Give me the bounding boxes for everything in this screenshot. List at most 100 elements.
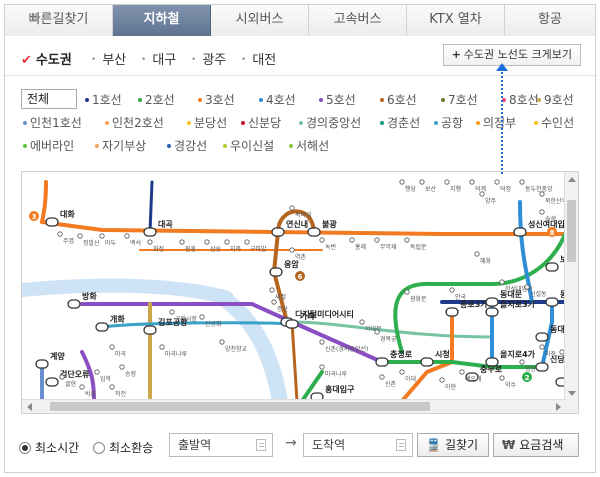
station-node xyxy=(199,314,205,320)
station-node-major xyxy=(310,392,324,401)
station-node-major xyxy=(535,332,549,342)
city-tab-daegu[interactable]: •대구 xyxy=(141,53,177,68)
city-tab-capital[interactable]: ✔수도권 xyxy=(21,53,72,68)
legend-line-1[interactable]: 1호선 xyxy=(85,91,122,108)
legend-line-18[interactable]: 수인선 xyxy=(534,114,574,131)
station-label-major: 응암 xyxy=(284,259,299,269)
legend-line-19[interactable]: 에버라인 xyxy=(23,137,74,154)
departure-input[interactable]: 출발역 xyxy=(169,433,273,457)
scroll-right-icon[interactable] xyxy=(556,403,561,411)
station-node xyxy=(539,191,545,197)
city-tab-daejeon[interactable]: •대전 xyxy=(241,53,277,68)
station-label-major: 을지로3가 xyxy=(500,299,536,309)
station-label-major: 개화 xyxy=(110,314,125,324)
legend-line-21[interactable]: 경강선 xyxy=(167,137,207,154)
station-label: 약수 xyxy=(505,381,517,389)
legend-line-14[interactable]: 경의중앙선 xyxy=(299,114,361,131)
legend-line-label: 에버라인 xyxy=(30,139,75,153)
tab-ktx[interactable]: KTX 열차 xyxy=(407,5,505,36)
city-tab-busan[interactable]: •부산 xyxy=(91,53,127,68)
arrow-right-icon: → xyxy=(285,435,297,451)
tab-quick-route[interactable]: 빠른길찾기 xyxy=(5,5,113,36)
station-node xyxy=(147,239,153,245)
vertical-scroll-thumb[interactable] xyxy=(567,200,576,262)
station-node xyxy=(289,247,295,253)
arrival-input[interactable]: 도착역 xyxy=(303,433,413,457)
tab-intercity-bus[interactable]: 시외버스 xyxy=(211,5,309,36)
station-node xyxy=(524,284,530,290)
station-node xyxy=(289,205,295,211)
tab-air[interactable]: 항공 xyxy=(505,5,595,36)
station-node xyxy=(404,289,410,295)
fare-search-button[interactable]: ₩요금검색 xyxy=(493,433,579,457)
station-label-major: 동묘앞 xyxy=(560,289,566,299)
legend-line-17[interactable]: 의정부 xyxy=(476,114,516,131)
find-route-button[interactable]: 🚆길찾기 xyxy=(417,433,489,457)
station-node-major xyxy=(269,267,283,277)
line-color-dot-icon xyxy=(299,121,303,125)
legend-line-13[interactable]: 신분당 xyxy=(241,114,281,131)
legend-line-3[interactable]: 3호선 xyxy=(198,91,235,108)
river-branch xyxy=(22,278,234,305)
legend-line-9[interactable]: 9호선 xyxy=(537,91,574,108)
plus-icon: + xyxy=(451,48,461,61)
station-label: 양주 xyxy=(485,197,497,205)
station-node xyxy=(204,239,210,245)
tab-subway[interactable]: 지하철 xyxy=(113,5,211,36)
list-icon[interactable] xyxy=(396,439,406,451)
station-label: 보산 xyxy=(425,185,437,193)
legend-line-22[interactable]: 우이신설 xyxy=(223,137,274,154)
vertical-scrollbar[interactable] xyxy=(564,172,578,413)
line-color-dot-icon xyxy=(223,144,227,148)
legend-line-label: 공항 xyxy=(441,116,464,130)
station-node xyxy=(519,179,525,185)
legend-line-23[interactable]: 서해선 xyxy=(289,137,329,154)
option-min-time[interactable]: 최소시간 xyxy=(19,439,79,455)
city-tab-gwangju[interactable]: •광주 xyxy=(191,53,227,68)
region-tabs: ✔수도권 •부산 •대구 •광주 •대전 +수도권 노선도 크게보기 xyxy=(5,36,595,76)
line-color-dot-icon xyxy=(105,121,109,125)
station-label: 마장 xyxy=(545,350,557,358)
big-map-button[interactable]: +수도권 노선도 크게보기 xyxy=(442,44,581,66)
legend-line-8[interactable]: 8호선 xyxy=(502,91,539,108)
scroll-down-icon[interactable] xyxy=(568,391,576,396)
station-label: 귤현 xyxy=(65,380,76,388)
legend-line-15[interactable]: 경춘선 xyxy=(380,114,420,131)
legend-line-4[interactable]: 4호선 xyxy=(259,91,296,108)
station-label-major: 대곡 xyxy=(158,219,173,229)
legend-line-label: 분당선 xyxy=(194,116,228,130)
legend-line-label: 2호선 xyxy=(145,93,175,107)
option-min-transfer[interactable]: 최소환승 xyxy=(93,439,153,455)
list-icon[interactable] xyxy=(256,439,266,451)
legend-line-16[interactable]: 공항 xyxy=(434,114,463,131)
scroll-up-icon[interactable] xyxy=(568,177,576,182)
station-node xyxy=(169,309,175,315)
line-3-south xyxy=(400,310,454,401)
horizontal-scroll-thumb[interactable] xyxy=(50,402,430,411)
station-node xyxy=(469,179,475,185)
scroll-left-icon[interactable] xyxy=(27,403,32,411)
radio-unchecked-icon xyxy=(93,442,105,454)
station-node xyxy=(479,191,485,197)
legend-line-2[interactable]: 2호선 xyxy=(138,91,175,108)
line-color-dot-icon xyxy=(95,144,99,148)
station-label: 덕계 xyxy=(475,185,486,193)
legend-line-20[interactable]: 자기부상 xyxy=(95,137,146,154)
legend-line-7[interactable]: 7호선 xyxy=(441,91,478,108)
horizontal-scrollbar[interactable] xyxy=(22,399,566,413)
station-label: 신방화 xyxy=(205,320,222,328)
station-node xyxy=(159,344,165,350)
legend-line-12[interactable]: 분당선 xyxy=(187,114,227,131)
tab-express-bus[interactable]: 고속버스 xyxy=(309,5,407,36)
legend-line-11[interactable]: 인천2호선 xyxy=(105,114,164,131)
legend-line-6[interactable]: 6호선 xyxy=(380,91,417,108)
station-node-major xyxy=(271,227,285,237)
legend-line-10[interactable]: 인천1호선 xyxy=(23,114,82,131)
station-label-major: 을지로4가 xyxy=(500,349,536,359)
station-node xyxy=(399,179,405,185)
legend-line-5[interactable]: 5호선 xyxy=(319,91,356,108)
line-select-dropdown[interactable]: 전체 xyxy=(21,89,77,109)
station-label: 지행 xyxy=(450,185,461,193)
